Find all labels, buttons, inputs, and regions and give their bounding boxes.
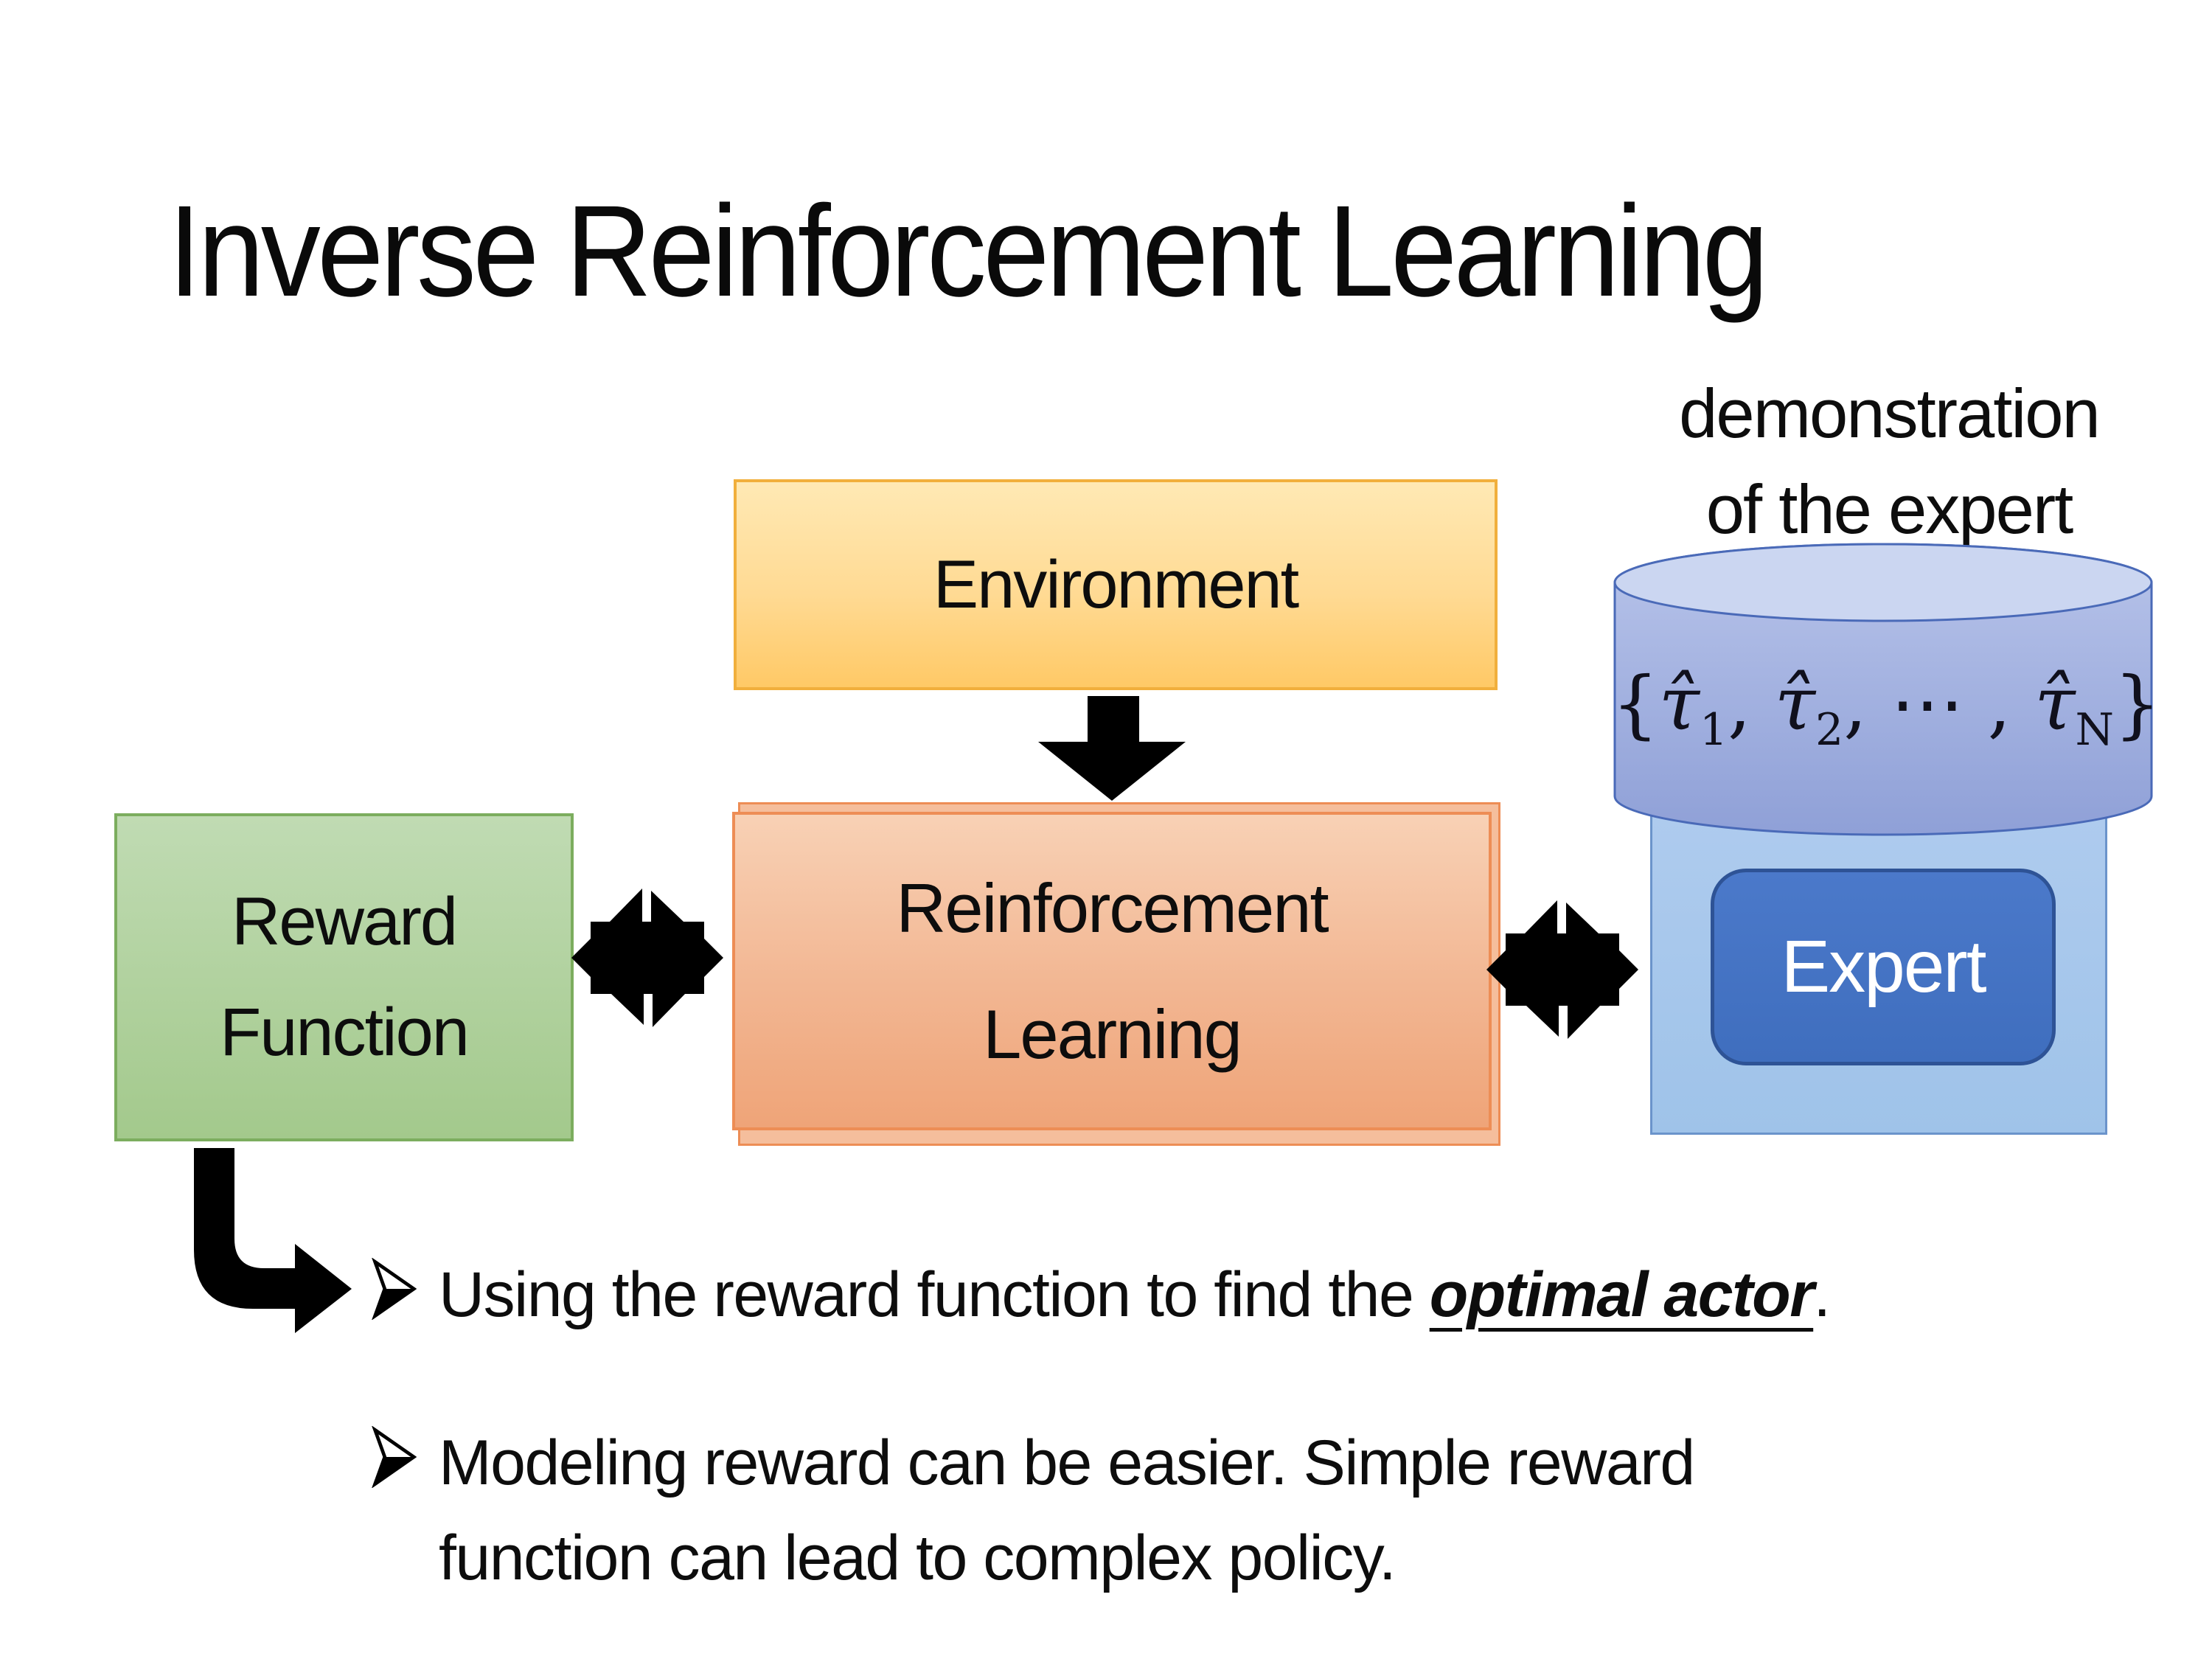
bullet-1-text: Using the reward function to find the op… — [439, 1248, 1831, 1343]
tau-1: τ̂ — [1658, 661, 1700, 747]
database-cylinder-icon — [1613, 543, 2153, 836]
double-arrow-right-icon — [1486, 900, 1638, 1039]
bullet-2-line1: Modeling reward can be easier. Simple re… — [439, 1427, 1695, 1498]
lbrace: { — [1612, 661, 1659, 747]
tau-N-sub: N — [2075, 704, 2115, 756]
bullet-1-post: . — [1813, 1259, 1831, 1330]
reinforcement-learning-line2: Learning — [983, 995, 1242, 1073]
trajectory-set: {τ̂1, τ̂2, ⋯ , τ̂N} — [1612, 661, 2161, 752]
demonstration-label-line1: demonstration — [1679, 375, 2101, 452]
bullet-1-pre: Using the reward function to find the — [439, 1259, 1430, 1330]
bullet-item-1: Using the reward function to find the op… — [371, 1248, 1831, 1343]
bullet-item-2: Modeling reward can be easier. Simple re… — [371, 1416, 1695, 1606]
reward-function-box: Reward Function — [114, 813, 574, 1141]
tau-1-sub: 1 — [1699, 704, 1728, 756]
environment-box: Environment — [734, 479, 1498, 690]
bullet-2-text: Modeling reward can be easier. Simple re… — [439, 1416, 1695, 1606]
comma-3: , — [1964, 661, 2035, 747]
cdots: ⋯ — [1890, 661, 1964, 747]
comma-2: , — [1843, 661, 1891, 747]
rbrace: } — [2114, 661, 2161, 747]
elbow-arrow-icon — [194, 1148, 352, 1333]
arrowhead-bullet-icon — [372, 1258, 417, 1320]
optimal-actor-emphasis: optimal actor — [1429, 1259, 1815, 1330]
reward-function-line1: Reward — [231, 884, 458, 960]
reward-function-line2: Function — [220, 994, 470, 1070]
page-title: Inverse Reinforcement Learning — [168, 179, 1769, 324]
reinforcement-learning-line1: Reinforcement — [896, 869, 1329, 947]
tau-2: τ̂ — [1774, 661, 1816, 747]
tau-2-sub: 2 — [1815, 704, 1844, 756]
bullet-2-line2: function can lead to complex policy. — [439, 1523, 1397, 1593]
demonstration-label: demonstration of the expert — [1621, 366, 2157, 557]
arrowhead-bullet-icon — [372, 1426, 417, 1488]
expert-box: Expert — [1711, 869, 2056, 1065]
environment-label: Environment — [933, 546, 1299, 622]
double-arrow-left-icon — [571, 888, 723, 1027]
reinforcement-learning-box: Reinforcement Learning — [732, 812, 1492, 1130]
tau-N: τ̂ — [2034, 661, 2076, 747]
expert-label: Expert — [1781, 925, 1986, 1008]
demonstration-label-line2: of the expert — [1705, 470, 2074, 548]
comma-1: , — [1728, 661, 1775, 747]
down-arrow-icon — [1038, 696, 1186, 801]
